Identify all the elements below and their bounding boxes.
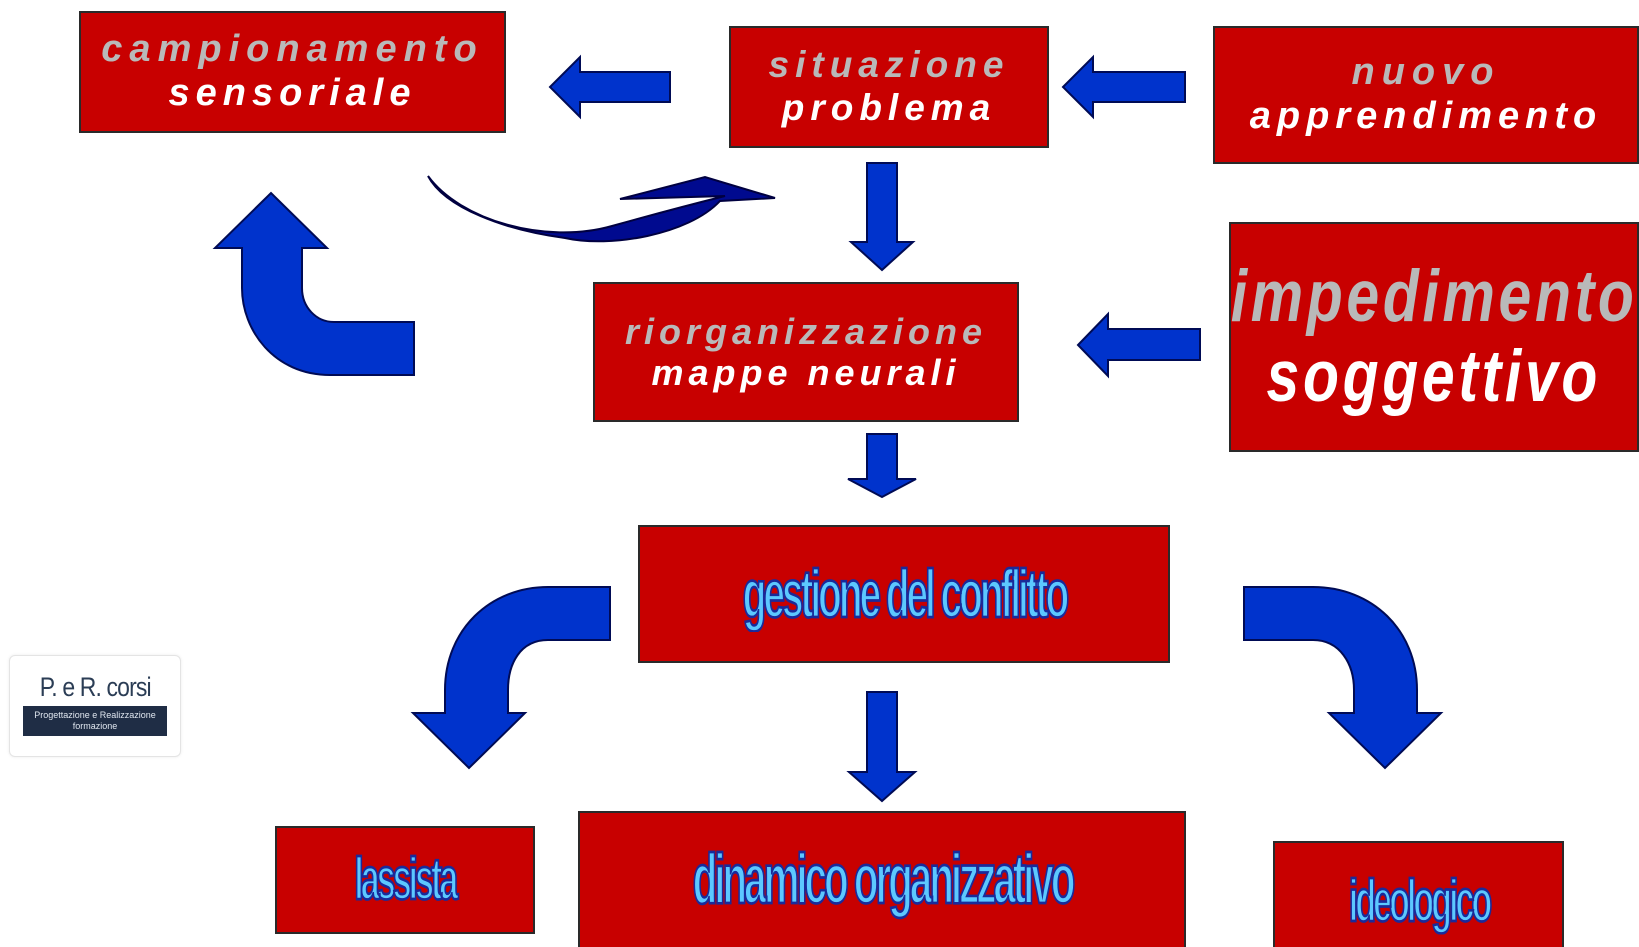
arrow-left-to-riorganizzazione bbox=[1076, 311, 1201, 379]
arrow-down-to-dinamico bbox=[846, 691, 918, 803]
box-campionamento-sensoriale: campionamento sensoriale bbox=[79, 11, 506, 133]
sensoriale-label: sensoriale bbox=[168, 72, 417, 114]
per-corsi-logo: P. e R. corsi Progettazione e Realizzazi… bbox=[9, 655, 181, 757]
curved-arrow-to-lassista bbox=[410, 586, 611, 770]
curved-arrow-up-return bbox=[212, 191, 415, 376]
box-riorganizzazione-mappe: riorganizzazione mappe neurali bbox=[593, 282, 1019, 422]
gestione-conflitto-label: gestione del conflitto bbox=[741, 555, 1069, 633]
soggettivo-label: soggettivo bbox=[1266, 334, 1602, 418]
arrow-down-to-gestione bbox=[847, 433, 917, 499]
box-impedimento-soggettivo: impedimento soggettivo bbox=[1229, 222, 1639, 452]
curved-arrow-to-ideologico bbox=[1243, 586, 1444, 770]
dinamico-organizzativo-label: dinamico organizzativo bbox=[691, 839, 1076, 920]
situazione-label: situazione bbox=[768, 44, 1010, 86]
logo-subtitle-band: Progettazione e Realizzazione formazione bbox=[23, 706, 167, 736]
box-situazione-problema: situazione problema bbox=[729, 26, 1049, 148]
curved-arrow-to-situazione bbox=[427, 175, 776, 243]
box-nuovo-apprendimento: nuovo apprendimento bbox=[1213, 26, 1639, 164]
campionamento-label: campionamento bbox=[101, 28, 484, 71]
box-lassista: lassista bbox=[275, 826, 535, 934]
logo-subtitle-line2: formazione bbox=[72, 721, 118, 731]
logo-title: P. e R. corsi bbox=[39, 672, 152, 702]
nuovo-label: nuovo bbox=[1351, 51, 1501, 94]
arrow-left-to-situazione bbox=[1061, 54, 1186, 120]
apprendimento-label: apprendimento bbox=[1249, 95, 1603, 137]
mappe-neurali-label: mappe neurali bbox=[651, 352, 961, 393]
lassista-label: lassista bbox=[354, 845, 460, 914]
riorganizzazione-label: riorganizzazione bbox=[624, 310, 988, 352]
problema-label: problema bbox=[781, 87, 997, 128]
box-gestione-conflitto: gestione del conflitto bbox=[638, 525, 1170, 663]
box-dinamico-organizzativo: dinamico organizzativo bbox=[578, 811, 1186, 947]
box-ideologico: ideologico bbox=[1273, 841, 1564, 947]
logo-subtitle-line1: Progettazione e Realizzazione bbox=[34, 710, 156, 720]
impedimento-label: impedimento bbox=[1230, 254, 1638, 338]
arrow-left-to-campionamento bbox=[548, 54, 671, 120]
ideologico-label: ideologico bbox=[1348, 867, 1493, 936]
arrow-down-to-riorganizzazione bbox=[848, 162, 916, 272]
